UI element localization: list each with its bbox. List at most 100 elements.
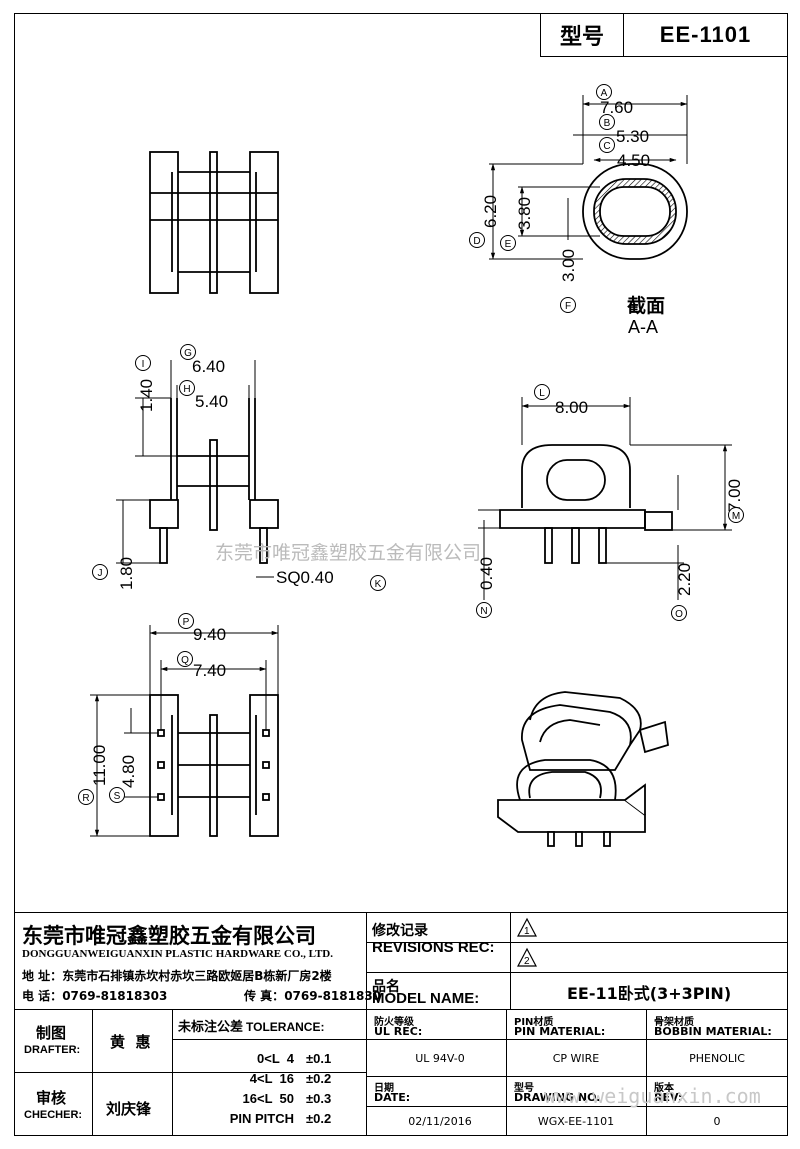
phone-value: 0769-81818303: [62, 989, 168, 1003]
marker-m: M: [732, 511, 740, 522]
dim-b-value: 5.30: [616, 127, 649, 146]
bobbin-material-label-en: BOBBIN MATERIAL:: [654, 1025, 772, 1038]
dim-o-value: 2.20: [675, 563, 694, 596]
dim-g-value: 6.40: [192, 357, 225, 376]
dim-h-value: 5.40: [195, 392, 228, 411]
tolerance-range: 16<L 50: [242, 1091, 294, 1106]
drafter-label-cn: 制图: [36, 1024, 67, 1042]
marker-c-circle: [599, 137, 615, 153]
dim-c-value: 4.50: [617, 151, 650, 170]
pin-material-label-cn: PIN材质: [514, 1017, 554, 1028]
marker-k-circle: [370, 575, 386, 591]
marker-h: H: [183, 384, 190, 395]
dim-i-value: 1.40: [137, 379, 156, 412]
drafter-name: 黄 惠: [110, 1033, 151, 1051]
marker-s-circle: [109, 787, 125, 803]
marker-g-circle: [180, 344, 196, 360]
dim-j-value: 1.80: [117, 557, 136, 590]
rev-label-en: REV:: [654, 1091, 683, 1104]
marker-l-circle: [534, 384, 550, 400]
bobbin-isometric-view: [497, 691, 669, 847]
marker-r-circle: [78, 789, 94, 805]
tolerance-value: ±0.2: [306, 1071, 332, 1086]
watermark-url: www.weiguanxin.com: [544, 1084, 761, 1108]
watermark-text: 东莞市唯冠鑫塑胶五金有限公司: [215, 542, 481, 564]
fax-value: 0769-8181830: [284, 989, 382, 1003]
marker-k: K: [375, 579, 382, 590]
model-name-label-en: MODEL NAME:: [372, 990, 480, 1007]
tolerance-range: PIN PITCH: [229, 1111, 294, 1126]
marker-n-circle: [476, 602, 492, 618]
revision-2: 2: [524, 956, 530, 967]
marker-e-circle: [500, 235, 516, 251]
revisions-label-en: REVISIONS REC:: [372, 939, 495, 956]
marker-p: P: [183, 617, 190, 628]
revision-triangles: 1 2: [517, 917, 537, 967]
marker-b-circle: [599, 114, 615, 130]
bobbin-side-view-top: [149, 151, 279, 294]
section-a-a-view: [489, 95, 688, 260]
tolerance-value: ±0.1: [306, 1051, 332, 1066]
dim-n-value: 0.40: [477, 557, 496, 590]
model-value: EE-1101: [659, 22, 752, 47]
ul-label-cn: 防火等级: [374, 1017, 414, 1028]
dim-q-value: 7.40: [193, 661, 226, 680]
marker-p-circle: [178, 613, 194, 629]
dim-d-value: 6.20: [481, 195, 500, 228]
dim-p-value: 9.40: [193, 625, 226, 644]
drawing-no-label-cn: 型号: [514, 1083, 534, 1094]
marker-l: L: [539, 388, 545, 399]
dim-e-value: 3.80: [515, 197, 534, 230]
marker-n: N: [480, 606, 487, 617]
company-name-cn: 东莞市唯冠鑫塑胶五金有限公司: [22, 924, 316, 948]
section-subtitle: A-A: [628, 317, 658, 337]
drafter-label-en: DRAFTER:: [24, 1044, 81, 1056]
dim-a-value: 7.60: [600, 98, 633, 117]
model-label: 型号: [541, 14, 624, 56]
marker-a-circle: [596, 84, 612, 100]
tolerance-range: 0<L 4: [257, 1051, 294, 1066]
fax-label: 传 真：: [244, 989, 285, 1003]
rev-label-cn: 版本: [654, 1083, 674, 1094]
dim-r-value: 11.00: [90, 745, 109, 786]
checker-label-cn: 审核: [36, 1089, 67, 1107]
tolerance-value: ±0.3: [306, 1091, 332, 1106]
tolerance-label-en: TOLERANCE:: [246, 1020, 325, 1034]
tolerance-value: ±0.2: [306, 1111, 332, 1126]
marker-o-circle: [671, 605, 687, 621]
marker-o: O: [675, 609, 683, 620]
dim-k-value: SQ0.40: [276, 568, 334, 587]
revision-1: 1: [524, 926, 530, 937]
pin-material-value: CP WIRE: [552, 1052, 600, 1065]
revisions-label-cn: 修改记录: [372, 923, 428, 939]
marker-a: A: [601, 88, 608, 99]
date-label-cn: 日期: [374, 1083, 394, 1094]
title-block: 东莞市唯冠鑫塑胶五金有限公司 DONGGUANWEIGUANXIN PLASTI…: [14, 912, 788, 1136]
address-label: 地 址：: [22, 969, 63, 983]
drawing-no-label-en: DRAWING NO.: [514, 1091, 601, 1104]
pin-material-label-en: PIN MATERIAL:: [514, 1025, 606, 1038]
marker-q: Q: [181, 655, 189, 666]
bobbin-end-view: [478, 397, 732, 600]
bobbin-bottom-view: [90, 625, 279, 837]
marker-s: S: [114, 791, 121, 802]
bobbin-material-label-cn: 骨架材质: [654, 1017, 694, 1028]
marker-d-circle: [469, 232, 485, 248]
bobbin-front-view: [116, 360, 279, 578]
date-label-en: DATE:: [374, 1091, 411, 1104]
address-value: 东莞市石排镇赤坎村赤坎三路欧姬居B栋新厂房2楼: [62, 969, 332, 983]
rev-value: 0: [713, 1115, 721, 1128]
marker-j: J: [98, 568, 103, 579]
checker-label-en: CHECHER:: [24, 1109, 83, 1121]
marker-r: R: [82, 793, 89, 804]
marker-c: C: [603, 141, 610, 152]
drawing-no-value: WGX-EE-1101: [537, 1115, 615, 1128]
dim-f-value: 3.00: [559, 249, 578, 282]
marker-i: I: [142, 359, 145, 370]
drawing-frame: [14, 13, 788, 1136]
ul-label-en: UL REC:: [374, 1025, 423, 1038]
company-name-en: DONGGUANWEIGUANXIN PLASTIC HARDWARE CO.,…: [22, 948, 333, 960]
marker-b: B: [604, 118, 611, 129]
marker-g: G: [184, 348, 192, 359]
